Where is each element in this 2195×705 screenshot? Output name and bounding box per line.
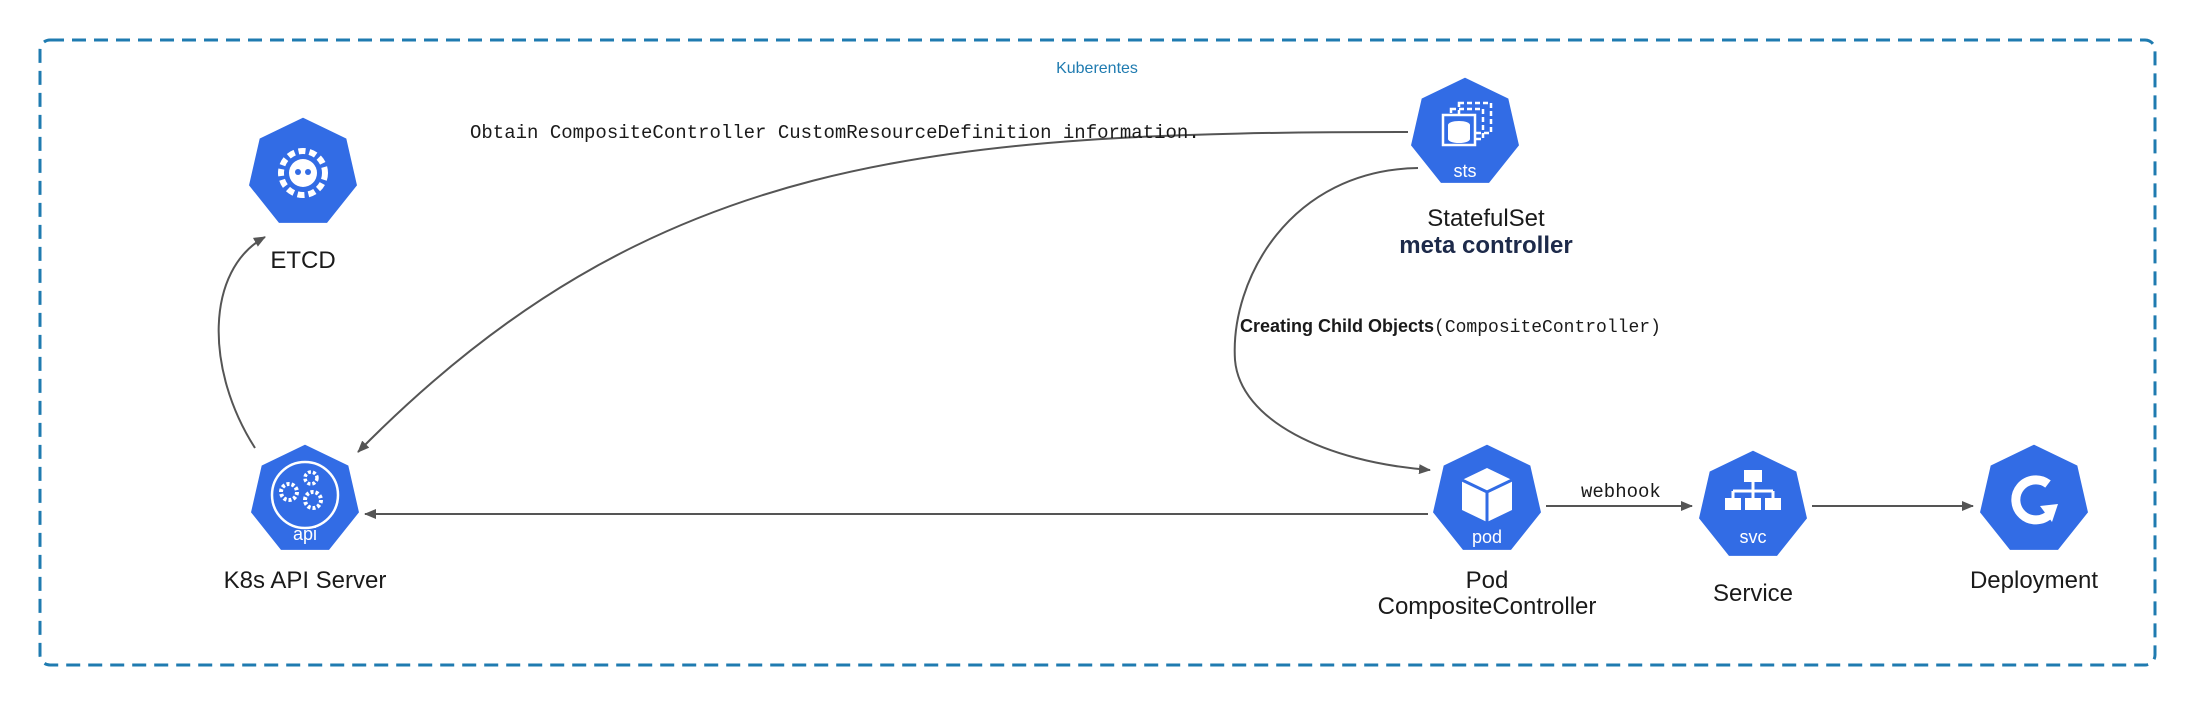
edge-api-to-etcd bbox=[217, 236, 266, 449]
edge-label-webhook: webhook bbox=[1581, 481, 1661, 503]
edge-label-child-objects-rest: (CompositeController) bbox=[1434, 318, 1661, 338]
gear-icon bbox=[303, 470, 319, 486]
edge-sts-to-api bbox=[357, 131, 1409, 453]
deployment-node[interactable]: Deployment bbox=[1970, 441, 2098, 594]
gear-icon bbox=[303, 490, 323, 510]
service-node[interactable]: svc Service bbox=[1695, 447, 1811, 607]
pod-node[interactable]: pod Pod CompositeController bbox=[1378, 441, 1597, 620]
api-icon-text: api bbox=[293, 524, 317, 544]
deployment-icon bbox=[1976, 441, 2092, 553]
statefulset-label: StatefulSet bbox=[1427, 205, 1545, 232]
statefulset-node[interactable]: sts StatefulSet meta controller bbox=[1399, 74, 1573, 259]
pod-icon-text: pod bbox=[1472, 527, 1502, 547]
edge-sts-to-pod bbox=[1233, 167, 1431, 475]
pod-icon: pod bbox=[1429, 441, 1545, 553]
etcd-label: ETCD bbox=[270, 247, 335, 274]
kubernetes-cluster: Kuberentes bbox=[38, 38, 2157, 667]
pod-label: Pod bbox=[1466, 567, 1509, 594]
edge-label-child-objects: Creating Child Objects(CompositeControll… bbox=[1240, 316, 1661, 338]
service-label: Service bbox=[1713, 580, 1793, 607]
api-server-icon: api bbox=[247, 441, 363, 553]
etcd-node[interactable]: ETCD bbox=[245, 114, 361, 274]
api-server-label: K8s API Server bbox=[224, 567, 387, 594]
statefulset-icon: sts bbox=[1407, 74, 1523, 186]
etcd-icon bbox=[245, 114, 361, 226]
api-server-node[interactable]: api K8s API Server bbox=[224, 441, 387, 594]
edge-label-crd-info: Obtain CompositeController CustomResourc… bbox=[470, 122, 1200, 144]
deployment-label: Deployment bbox=[1970, 567, 2098, 594]
edge-labels: Obtain CompositeController CustomResourc… bbox=[470, 122, 1661, 503]
edges bbox=[217, 131, 1974, 519]
svc-icon-text: svc bbox=[1740, 527, 1767, 547]
service-icon: svc bbox=[1695, 447, 1811, 559]
gear-icon bbox=[279, 482, 299, 502]
sts-icon-text: sts bbox=[1453, 161, 1476, 181]
composite-controller-label: CompositeController bbox=[1378, 593, 1597, 620]
cluster-label: Kuberentes bbox=[1056, 60, 1138, 77]
edge-label-child-objects-bold: Creating Child Objects bbox=[1240, 316, 1434, 336]
meta-controller-label: meta controller bbox=[1399, 232, 1572, 259]
